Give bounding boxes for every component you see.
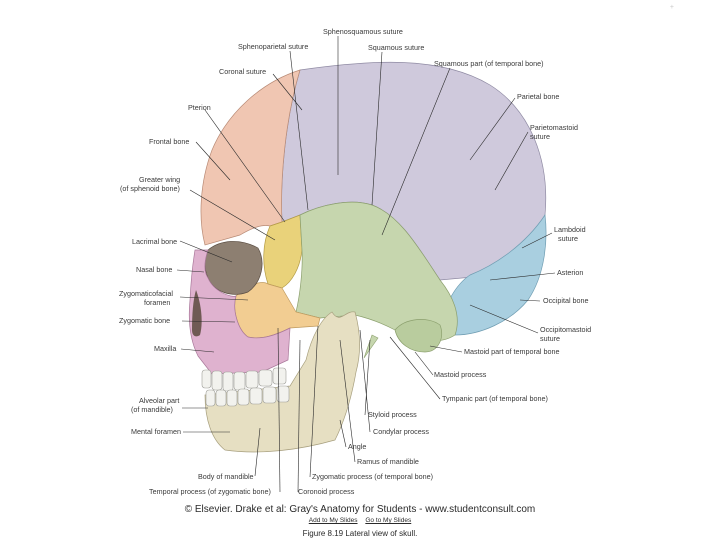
label-greater-wing-1: Greater wing <box>139 175 181 184</box>
label-zygomatic-process: Zygomatic process (of temporal bone) <box>312 472 434 481</box>
label-parietomastoid-2: suture <box>530 132 550 141</box>
slide-links: Add to My Slides Go to My Slides <box>0 517 720 524</box>
mastoid-shape <box>394 319 442 353</box>
label-alveolar-1: Alveolar part <box>139 396 180 405</box>
maxilla-shape <box>188 249 291 375</box>
label-body-of-mandible: Body of mandible <box>198 472 254 481</box>
styloid-shape <box>363 334 379 359</box>
copyright-credit: © Elsevier. Drake et al: Gray's Anatomy … <box>184 504 536 515</box>
label-styloid-process: Styloid process <box>368 410 417 419</box>
label-parietal-bone: Parietal bone <box>517 92 560 101</box>
label-mastoid-process: Mastoid process <box>434 370 487 379</box>
label-alveolar-2: (of mandible) <box>131 405 173 414</box>
label-occipitomastoid-1: Occipitomastoid <box>540 325 592 334</box>
orbit-shape <box>204 241 263 295</box>
label-frontal-bone: Frontal bone <box>149 137 190 146</box>
lower-teeth <box>205 385 290 407</box>
label-zygomaticofacial-1: Zygomaticofacial <box>119 289 173 298</box>
label-lambdoid-1: Lambdoid <box>554 225 586 234</box>
label-tympanic-part: Tympanic part (of temporal bone) <box>442 394 548 403</box>
label-squamous-suture: Squamous suture <box>368 43 425 52</box>
label-asterion: Asterion <box>557 268 584 277</box>
go-to-my-slides-link[interactable]: Go to My Slides <box>365 517 412 524</box>
leader-lines <box>176 36 556 493</box>
label-zygomatic-bone: Zygomatic bone <box>119 316 171 325</box>
label-mastoid-part: Mastoid part of temporal bone <box>464 347 560 356</box>
label-zygomaticofacial-2: foramen <box>144 298 171 307</box>
label-pterion: Pterion <box>188 103 211 112</box>
nasal-aperture-shape <box>192 290 202 337</box>
label-occipitomastoid-2: suture <box>540 334 560 343</box>
mandible-shape <box>204 311 360 453</box>
frontal-bone-shape <box>200 69 301 246</box>
corner-mark: + <box>669 4 674 11</box>
label-mental-foramen: Mental foramen <box>131 427 181 436</box>
label-maxilla: Maxilla <box>154 344 177 353</box>
label-condylar-process: Condylar process <box>373 427 429 436</box>
label-coronal-suture: Coronal suture <box>219 67 267 76</box>
label-nasal-bone: Nasal bone <box>136 265 173 274</box>
label-occipital-bone: Occipital bone <box>543 296 589 305</box>
label-sphenoparietal-suture: Sphenoparietal suture <box>238 42 309 51</box>
label-angle: Angle <box>348 442 367 451</box>
label-ramus: Ramus of mandible <box>357 457 419 466</box>
figure-caption: Figure 8.19 Lateral view of skull. <box>302 529 418 538</box>
label-temporal-process: Temporal process (of zygomatic bone) <box>149 487 271 496</box>
add-to-my-slides-link[interactable]: Add to My Slides <box>308 517 358 524</box>
label-lambdoid-2: suture <box>558 234 578 243</box>
label-coronoid-process: Coronoid process <box>298 487 355 496</box>
label-greater-wing-2: (of sphenoid bone) <box>120 184 180 193</box>
label-lacrimal-bone: Lacrimal bone <box>132 237 178 246</box>
label-sphenosquamous-suture: Sphenosquamous suture <box>323 27 403 36</box>
label-parietomastoid-1: Parietomastoid <box>530 123 578 132</box>
label-squamous-part: Squamous part (of temporal bone) <box>434 59 544 68</box>
